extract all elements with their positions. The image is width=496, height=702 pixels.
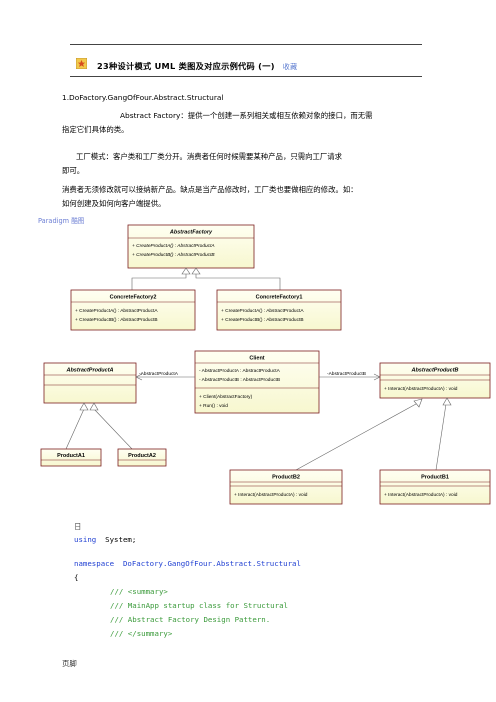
code-namespace-line: namespace DoFactory.GangOfFour.Abstract.… <box>74 559 301 568</box>
uml-product-b2-op: + Interact(AbstractProductA) : void <box>234 492 308 498</box>
uml-abstract-factory-op-1: + CreateProductA() : AbstractProductA <box>132 243 215 249</box>
uml-concrete-factory-2-op-1: + CreateProductA() : AbstractProductA <box>75 308 158 314</box>
paragraph-3-line-2: 如何创建及如何向客户端提供。 <box>62 199 166 208</box>
uml-concrete-factory-1-op-1: + CreateProductA() : AbstractProductA <box>221 308 304 314</box>
uml-concrete-factory-2-name: ConcreteFactory2 <box>110 295 157 301</box>
uml-abstract-product-b-name: AbstractProductB <box>410 368 458 374</box>
inherit-arrow-b1 <box>442 397 452 406</box>
inherit-arrow-b2 <box>413 398 423 408</box>
uml-abstract-product-a: AbstractProductA <box>43 362 137 404</box>
uml-concrete-factory-1-op-2: + CreateProductB() : AbstractProductB <box>221 317 304 323</box>
uml-concrete-factory-1-name: ConcreteFactory1 <box>256 295 303 301</box>
favorite-link[interactable]: 收藏 <box>282 63 298 71</box>
inherit-arrow-a1 <box>79 402 89 411</box>
code-using-line: using System; <box>74 535 136 544</box>
uml-abstract-product-b-op: + Interact(AbstractProductA) : void <box>384 386 458 392</box>
code-comment-3: /// Abstract Factory Design Pattern. <box>110 615 271 624</box>
favorite-star-icon <box>76 58 87 69</box>
uml-client-attr-2: - AbstractProductB : AbstractProductB <box>199 377 280 383</box>
paragraph-2-line-2: 即可。 <box>62 166 85 175</box>
collapse-toggle-icon[interactable]: 日 <box>74 522 82 531</box>
uml-abstract-product-a-name: AbstractProductA <box>65 368 113 374</box>
code-open-brace: { <box>74 573 79 582</box>
uml-concrete-factory-2: ConcreteFactory2 + CreateProductA() : Ab… <box>70 289 196 331</box>
uml-abstract-factory: AbstractFactory + CreateProductA() : Abs… <box>127 224 255 269</box>
uml-product-a2-name: ProductA2 <box>128 453 156 459</box>
assoc-arrow-a <box>135 373 143 381</box>
uml-product-b2-name: ProductB2 <box>272 475 300 481</box>
uml-abstract-factory-name: AbstractFactory <box>169 230 213 236</box>
assoc-label-a: -AbstractProductA <box>139 371 179 377</box>
uml-product-b1-name: ProductB1 <box>421 475 449 481</box>
code-using-keyword: using <box>74 535 97 544</box>
assoc-label-b: -AbstractProductB <box>327 371 366 377</box>
code-comment-4: /// </summary> <box>110 629 173 638</box>
uml-concrete-factory-2-op-2: + CreateProductB() : AbstractProductB <box>75 317 158 323</box>
uml-class-diagram: AbstractFactory + CreateProductA() : Abs… <box>40 224 491 505</box>
code-namespace-keyword: namespace <box>74 559 115 568</box>
uml-product-a1-name: ProductA1 <box>57 453 85 459</box>
code-namespace-name: DoFactory.GangOfFour.Abstract.Structural <box>122 559 301 568</box>
uml-client-op-2: + Run() : void <box>199 403 228 409</box>
paragraph-1-line-2: 指定它们具体的类。 <box>62 125 129 134</box>
inherit-arrow-a2 <box>89 402 99 411</box>
uml-abstract-product-b: AbstractProductB + Interact(AbstractProd… <box>379 362 491 399</box>
uml-product-b2: ProductB2 + Interact(AbstractProductA) :… <box>229 469 343 505</box>
uml-client-attr-1: - AbstractProductA : AbstractProductA <box>199 368 281 374</box>
diagram-annotation: Paradigm 酷图 <box>38 217 85 225</box>
uml-abstract-factory-op-2: + CreateProductB() : AbstractProductB <box>132 252 215 258</box>
uml-product-b1-op: + Interact(AbstractProductA) : void <box>384 492 458 498</box>
title-rule <box>70 76 422 77</box>
header-rule <box>70 44 422 45</box>
uml-concrete-factory-1: ConcreteFactory1 + CreateProductA() : Ab… <box>216 289 342 331</box>
uml-client-op-1: + Client(AbstractFactory) <box>199 394 253 400</box>
article-title-text: 23种设计模式 UML 类图及对应示例代码 (一) <box>97 61 275 71</box>
inherit-arrow-factory1 <box>191 267 201 275</box>
code-using-target: System; <box>105 535 137 544</box>
code-comment-1: /// <summary> <box>110 587 168 596</box>
paragraph-1-line-1: Abstract Factory：提供一个创建一系列相关或相互依赖对象的接口，而… <box>120 111 373 120</box>
paragraph-3-line-1: 消费者无须修改就可以接纳新产品。缺点是当产品修改时，工厂类也要做相应的修改。如： <box>62 185 358 194</box>
article-title: 23种设计模式 UML 类图及对应示例代码 (一) 收藏 <box>97 60 297 72</box>
uml-product-a1: ProductA1 <box>40 448 102 467</box>
inherit-arrow-factory2 <box>181 267 191 275</box>
page-footer: 页脚 <box>62 659 77 668</box>
code-comment-2: /// MainApp startup class for Structural <box>110 601 288 610</box>
paragraph-2-line-1: 工厂模式：客户类和工厂类分开。消费者任何时候需要某种产品，只需向工厂请求 <box>76 152 343 161</box>
section-heading: 1.DoFactory.GangOfFour.Abstract.Structur… <box>62 93 224 102</box>
uml-client-name: Client <box>249 356 264 362</box>
uml-product-b1: ProductB1 + Interact(AbstractProductA) :… <box>379 469 491 505</box>
uml-product-a2: ProductA2 <box>117 448 167 467</box>
uml-client: Client - AbstractProductA : AbstractProd… <box>194 350 320 414</box>
